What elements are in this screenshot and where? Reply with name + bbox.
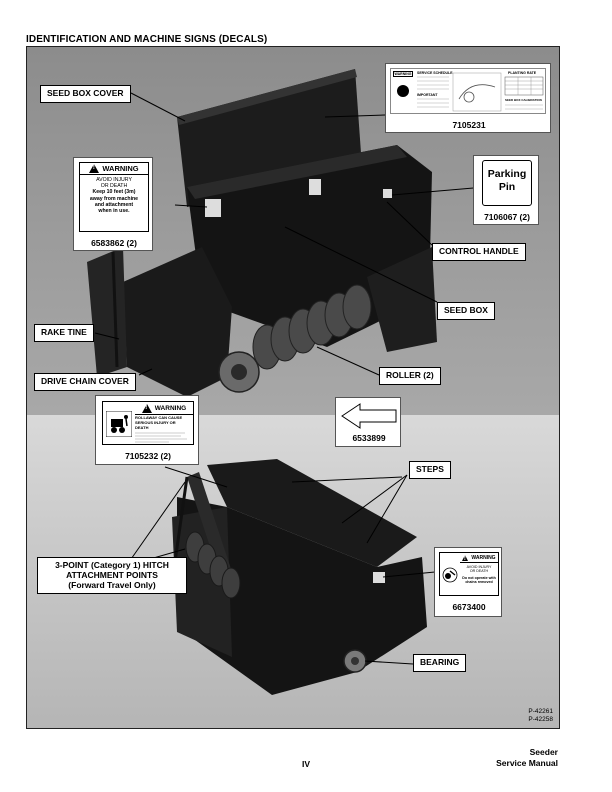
callout-seed-box-cover: SEED BOX COVER — [40, 85, 131, 103]
warning-triangle-icon — [141, 404, 152, 413]
decal-6673400-line2: OR DEATH — [469, 569, 489, 574]
decal-6583862-line4: away from machine — [89, 195, 139, 202]
decal-number-6673400: 6673400 — [452, 602, 486, 612]
entanglement-hazard-icon — [442, 567, 458, 583]
doc-title-line2: Service Manual — [496, 757, 558, 768]
decal-7105232-label: WARNING ROLLAWAY CAN CAUSE SERIOUS INJUR… — [102, 401, 194, 445]
callout-control-handle: CONTROL HANDLE — [432, 243, 526, 261]
callout-hitch-points: 3-POINT (Category 1) HITCH ATTACHMENT PO… — [37, 557, 187, 595]
callout-bearing: BEARING — [413, 654, 467, 672]
decal-photo-frame: SEED BOX COVER CONTROL HANDLE SEED BOX R… — [26, 46, 560, 729]
decal-7105231-graphics — [397, 72, 544, 112]
decal-number-7105231: 7105231 — [452, 120, 486, 130]
decal-6583862-warning: WARNING — [102, 164, 139, 173]
decal-card-7105231: WARNING SERVICE SCHEDULE IMPORTANT PLANT… — [385, 63, 551, 133]
leader-lines — [94, 92, 486, 665]
warning-triangle-icon — [89, 164, 100, 173]
photo-ref-1: P-42261 — [528, 708, 553, 716]
decal-7105231-planting-rate: PLANTING RATE — [508, 71, 537, 75]
photo-reference: P-42261 P-42258 — [528, 708, 553, 724]
doc-title-line1: Seeder — [529, 747, 558, 757]
rollaway-hazard-icon — [106, 411, 132, 437]
decal-7105232-text: WARNING ROLLAWAY CAN CAUSE SERIOUS INJUR… — [135, 404, 193, 448]
decal-7105231-warning: WARNING — [393, 71, 413, 77]
decal-6673400-line1: AVOID INJURY — [466, 565, 492, 569]
decal-7105232-body: ROLLAWAY CAN CAUSE SERIOUS INJURY OR DEA… — [135, 415, 193, 430]
decal-6673400-label: WARNING AVOID INJURY OR DEATH Do not ope… — [439, 552, 499, 596]
decal-6673400-line4: chains removed — [465, 580, 493, 585]
decal-6583862-text: AVOID INJURY OR DEATH Keep 10 feet (3m) … — [80, 175, 148, 214]
page-title: IDENTIFICATION AND MACHINE SIGNS (DECALS… — [26, 34, 268, 45]
decal-6673400-text: WARNING AVOID INJURY OR DEATH Do not ope… — [460, 555, 498, 585]
decal-card-7106067: Parking Pin 7106067 (2) — [473, 155, 539, 225]
decal-7106067-line2: Pin — [498, 181, 516, 194]
decal-7105232-fine-print — [135, 433, 187, 443]
decal-7105232-line3: DEATH — [135, 424, 149, 430]
decal-7105232-warning-header: WARNING — [135, 404, 193, 415]
photo-ref-2: P-42258 — [528, 716, 553, 724]
decal-number-7106067: 7106067 (2) — [484, 212, 530, 222]
decal-number-7105232: 7105232 (2) — [125, 451, 171, 461]
decal-6583862-line5: and attachment — [94, 201, 134, 208]
page-number: IV — [301, 759, 311, 769]
callout-seed-box: SEED BOX — [437, 302, 495, 320]
decal-7105232-line2: SERIOUS INJURY OR — [135, 419, 176, 425]
decal-card-6673400: WARNING AVOID INJURY OR DEATH Do not ope… — [434, 547, 502, 617]
callout-steps: STEPS — [409, 461, 451, 479]
callout-roller: ROLLER (2) — [379, 367, 441, 385]
decal-7105231-label: WARNING SERVICE SCHEDULE IMPORTANT PLANT… — [390, 68, 546, 114]
decal-6673400-warning-header: WARNING — [460, 555, 498, 563]
decal-6583862-line6: when in use. — [98, 208, 130, 215]
decal-6673400-body: AVOID INJURY OR DEATH Do not operate wit… — [460, 563, 498, 585]
decal-6583862-label: WARNING AVOID INJURY OR DEATH Keep 10 fe… — [79, 162, 149, 232]
decal-7106067-line1: Parking — [487, 168, 527, 180]
hitch-line-1: 3-POINT (Category 1) HITCH — [55, 560, 169, 570]
decal-6583862-warning-header: WARNING — [80, 163, 148, 175]
decal-6673400-warning: WARNING — [471, 555, 496, 561]
hitch-line-3: (Forward Travel Only) — [68, 579, 156, 590]
decal-card-7105232: WARNING ROLLAWAY CAN CAUSE SERIOUS INJUR… — [95, 395, 199, 465]
warning-triangle-icon — [462, 555, 469, 562]
decal-7105231-service-schedule: SERVICE SCHEDULE — [417, 71, 453, 75]
decal-7105231-important: IMPORTANT — [417, 93, 438, 97]
callout-rake-tine: RAKE TINE — [34, 324, 94, 342]
decal-6583862-line1: AVOID INJURY — [96, 177, 132, 183]
upper-seeder — [87, 69, 437, 397]
decal-6583862-line2: OR DEATH — [100, 183, 128, 190]
hitch-line-2: ATTACHMENT POINTS — [66, 569, 158, 580]
left-arrow-icon — [341, 403, 397, 429]
callout-drive-chain-cover: DRIVE CHAIN COVER — [34, 373, 136, 391]
decal-7105231-calibration: SEED BOX CALIBRATION — [505, 98, 542, 102]
decal-number-6583862: 6583862 (2) — [91, 238, 137, 248]
lower-seeder — [172, 459, 427, 695]
document-title: Seeder Service Manual — [496, 747, 558, 768]
decal-card-6583862: WARNING AVOID INJURY OR DEATH Keep 10 fe… — [73, 157, 153, 251]
decal-7105232-line1: ROLLAWAY CAN CAUSE — [135, 415, 183, 420]
decal-6583862-line3: Keep 10 feet (3m) — [92, 189, 136, 196]
decal-number-6533899: 6533899 — [352, 433, 386, 443]
seeder-illustration — [87, 69, 486, 695]
decal-6673400-line3: Do not operate with — [462, 575, 496, 580]
decal-7106067-label: Parking Pin — [482, 160, 532, 206]
decal-7105232-warning: WARNING — [154, 405, 187, 412]
decal-card-6533899: 6533899 — [335, 397, 401, 447]
